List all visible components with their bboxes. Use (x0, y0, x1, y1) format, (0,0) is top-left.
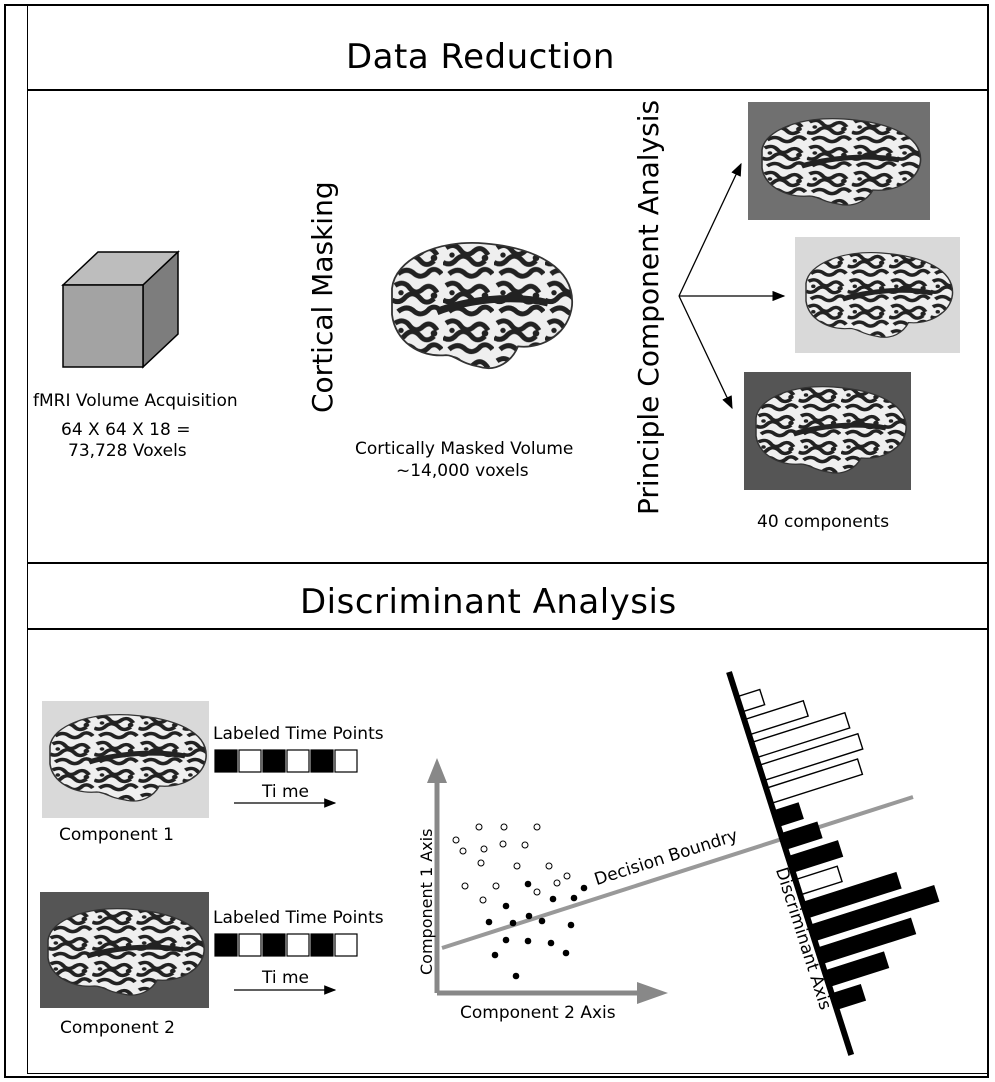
acquisition-voxels: 73,728 Voxels (68, 441, 187, 461)
time-label-2: Ti me (262, 968, 310, 988)
fmri-volume-cube (61, 250, 180, 369)
component-image-3 (744, 372, 911, 490)
cortical-masking-label: Cortical Masking (306, 181, 339, 413)
class-b-points (485, 880, 588, 980)
component-image-2 (795, 237, 960, 353)
discriminant-analysis-title: Discriminant Analysis (300, 582, 677, 622)
data-reduction-panel (27, 89, 989, 564)
component-1-axis-label: Component 1 Axis (417, 828, 436, 975)
data-reduction-title: Data Reduction (346, 37, 615, 77)
component-2-axis-label: Component 2 Axis (460, 1003, 616, 1023)
decision-boundary-line (441, 795, 914, 950)
discriminant-analysis-header (27, 562, 989, 630)
component-image-1 (748, 102, 930, 220)
acquisition-label: fMRI Volume Acquisition (33, 391, 238, 411)
masked-volume-label: Cortically Masked Volume (355, 439, 574, 459)
time-point-boxes-2 (214, 933, 358, 957)
data-reduction-header (27, 4, 989, 91)
components-count-label: 40 components (757, 512, 890, 532)
class-a-points (452, 823, 571, 904)
discriminant-histogram (726, 671, 940, 1056)
component-1-image (42, 701, 209, 818)
acquisition-dims: 64 X 64 X 18 = (61, 420, 191, 440)
discriminant-analysis-panel (27, 628, 989, 1074)
pca-arrows (678, 162, 786, 410)
labeled-time-points-1: Labeled Time Points (213, 724, 384, 744)
component-2-label: Component 2 (60, 1018, 175, 1038)
masked-brain-image (392, 243, 572, 368)
time-label-1: Ti me (262, 782, 310, 802)
masked-voxels-label: ~14,000 voxels (396, 461, 529, 481)
time-point-boxes-1 (214, 749, 358, 773)
component-2-image (40, 892, 209, 1008)
scatter-axes (427, 758, 668, 1004)
component-1-label: Component 1 (59, 825, 174, 845)
pca-label: Principle Component Analysis (632, 99, 665, 515)
labeled-time-points-2: Labeled Time Points (213, 908, 384, 928)
